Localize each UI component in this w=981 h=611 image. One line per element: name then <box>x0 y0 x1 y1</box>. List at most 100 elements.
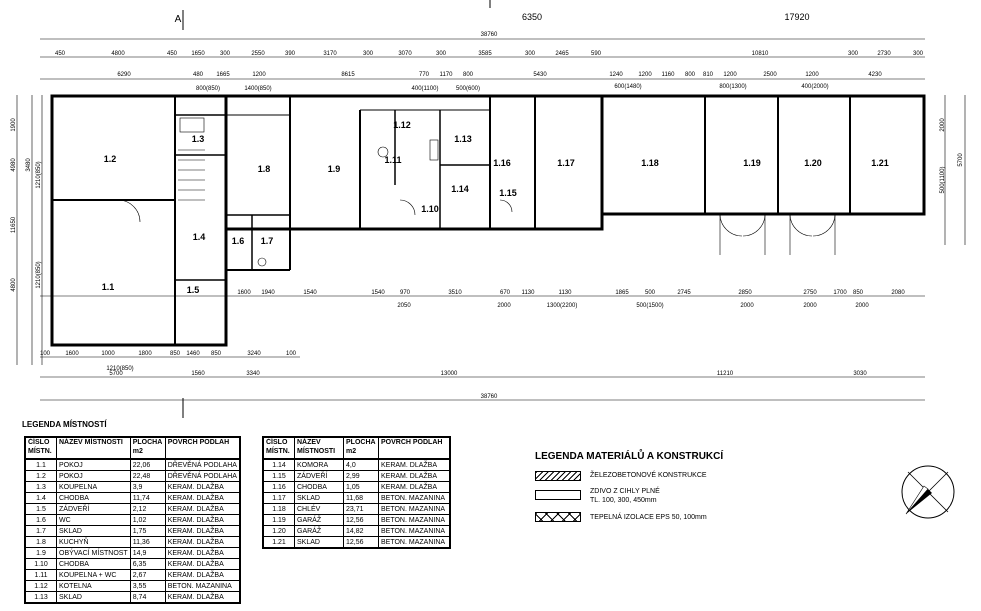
cell-number: 1.8 <box>24 536 57 548</box>
cell-floor: BETON. MAZANINA <box>378 492 451 504</box>
cell-name: SKLAD <box>56 591 131 604</box>
cell-floor: KERAM. DLAŽBA <box>164 569 241 581</box>
cell-area: 14,9 <box>129 547 166 559</box>
cell-area: 8,74 <box>129 591 166 604</box>
svg-text:1665: 1665 <box>216 72 230 78</box>
svg-text:100: 100 <box>286 351 297 357</box>
room-label: 1.8 <box>258 164 271 174</box>
svg-text:5430: 5430 <box>533 72 547 78</box>
cell-number: 1.5 <box>24 503 57 515</box>
cell-area: 4,0 <box>343 458 379 471</box>
room-label: 1.11 <box>384 155 401 165</box>
svg-text:1800: 1800 <box>138 351 152 357</box>
col-number: ČÍSLO MÍSTN. <box>24 436 57 460</box>
svg-text:1900: 1900 <box>11 118 17 132</box>
svg-text:3240: 3240 <box>247 351 261 357</box>
svg-text:670: 670 <box>500 290 511 296</box>
cell-number: 1.12 <box>24 580 57 592</box>
cell-number: 1.2 <box>24 470 57 482</box>
svg-text:1200: 1200 <box>805 72 819 78</box>
svg-text:1130: 1130 <box>559 290 573 296</box>
room-label: 1.12 <box>393 120 411 130</box>
svg-text:2000: 2000 <box>803 303 817 309</box>
room-label: 1.5 <box>187 285 200 295</box>
room-label: 1.2 <box>104 154 117 164</box>
cell-number: 1.14 <box>262 458 295 471</box>
svg-text:5700: 5700 <box>958 153 964 167</box>
cell-floor: BETON. MAZANINA <box>378 525 451 537</box>
cell-name: KOTELNA <box>56 580 131 592</box>
svg-text:2550: 2550 <box>251 51 265 57</box>
svg-text:1240: 1240 <box>609 72 623 78</box>
col-area: PLOCHA m2 <box>343 436 379 460</box>
north-arrow-icon <box>901 465 955 519</box>
room-legend-table-1: ČÍSLO MÍSTN. NÁZEV MÍSTNOSTI PLOCHA m2 P… <box>24 436 241 604</box>
svg-text:2850: 2850 <box>738 290 752 296</box>
cell-floor: BETON. MAZANINA <box>378 536 451 549</box>
room-legend-table-2: ČÍSLO MÍSTN. NÁZEV MÍSTNOSTI PLOCHA m2 P… <box>262 436 451 549</box>
svg-text:810: 810 <box>703 72 714 78</box>
cell-area: 2,12 <box>129 503 166 515</box>
svg-text:4800: 4800 <box>11 278 17 292</box>
svg-text:2500: 2500 <box>763 72 777 78</box>
cell-area: 12,56 <box>343 514 379 526</box>
svg-text:1600: 1600 <box>65 351 79 357</box>
svg-text:2000: 2000 <box>940 118 946 132</box>
cell-floor: KERAM. DLAŽBA <box>164 536 241 548</box>
room-label: 1.15 <box>499 188 517 198</box>
cell-area: 14,82 <box>343 525 379 537</box>
cell-area: 1,02 <box>129 514 166 526</box>
cell-number: 1.20 <box>262 525 295 537</box>
svg-text:4980: 4980 <box>11 158 17 172</box>
cell-area: 23,71 <box>343 503 379 515</box>
cell-name: KOUPELNA <box>56 481 131 493</box>
overall-top-dim: 38760 <box>481 32 498 38</box>
col-area: PLOCHA m2 <box>129 436 166 460</box>
cell-floor: KERAM. DLAŽBA <box>164 492 241 504</box>
cell-number: 1.10 <box>24 558 57 570</box>
overall-bottom-dim: 38760 <box>481 394 498 400</box>
svg-text:5700: 5700 <box>109 371 123 377</box>
reinforced-concrete-swatch <box>535 471 581 481</box>
svg-text:1200: 1200 <box>638 72 652 78</box>
svg-text:300: 300 <box>525 51 536 57</box>
room-label: 1.20 <box>804 158 822 168</box>
cell-name: KOMORA <box>294 458 344 471</box>
room-label: 1.4 <box>193 232 206 242</box>
svg-text:480: 480 <box>193 72 204 78</box>
svg-text:3480: 3480 <box>26 158 32 172</box>
room-legend-title: LEGENDA MÍSTNOSTÍ <box>22 420 107 429</box>
col-floor: POVRCH PODLAH <box>164 436 241 460</box>
cell-number: 1.18 <box>262 503 295 515</box>
room-label: 1.9 <box>328 164 341 174</box>
material-label: ZDIVO Z CIHLY PLNÉ <box>590 488 660 495</box>
room-label: 1.18 <box>641 158 659 168</box>
cell-name: SKLAD <box>56 525 131 537</box>
cell-name: CHODBA <box>294 481 344 493</box>
cell-number: 1.16 <box>262 481 295 493</box>
cell-number: 1.9 <box>24 547 57 559</box>
svg-text:800: 800 <box>685 72 696 78</box>
total-top-right-dim: 17920 <box>784 12 809 22</box>
svg-text:500: 500 <box>645 290 656 296</box>
svg-text:850: 850 <box>853 290 864 296</box>
svg-text:390: 390 <box>285 51 296 57</box>
cell-number: 1.4 <box>24 492 57 504</box>
svg-text:1170: 1170 <box>440 72 454 78</box>
svg-text:600(1480): 600(1480) <box>614 84 641 90</box>
svg-text:850: 850 <box>170 351 181 357</box>
svg-text:10810: 10810 <box>752 51 769 57</box>
